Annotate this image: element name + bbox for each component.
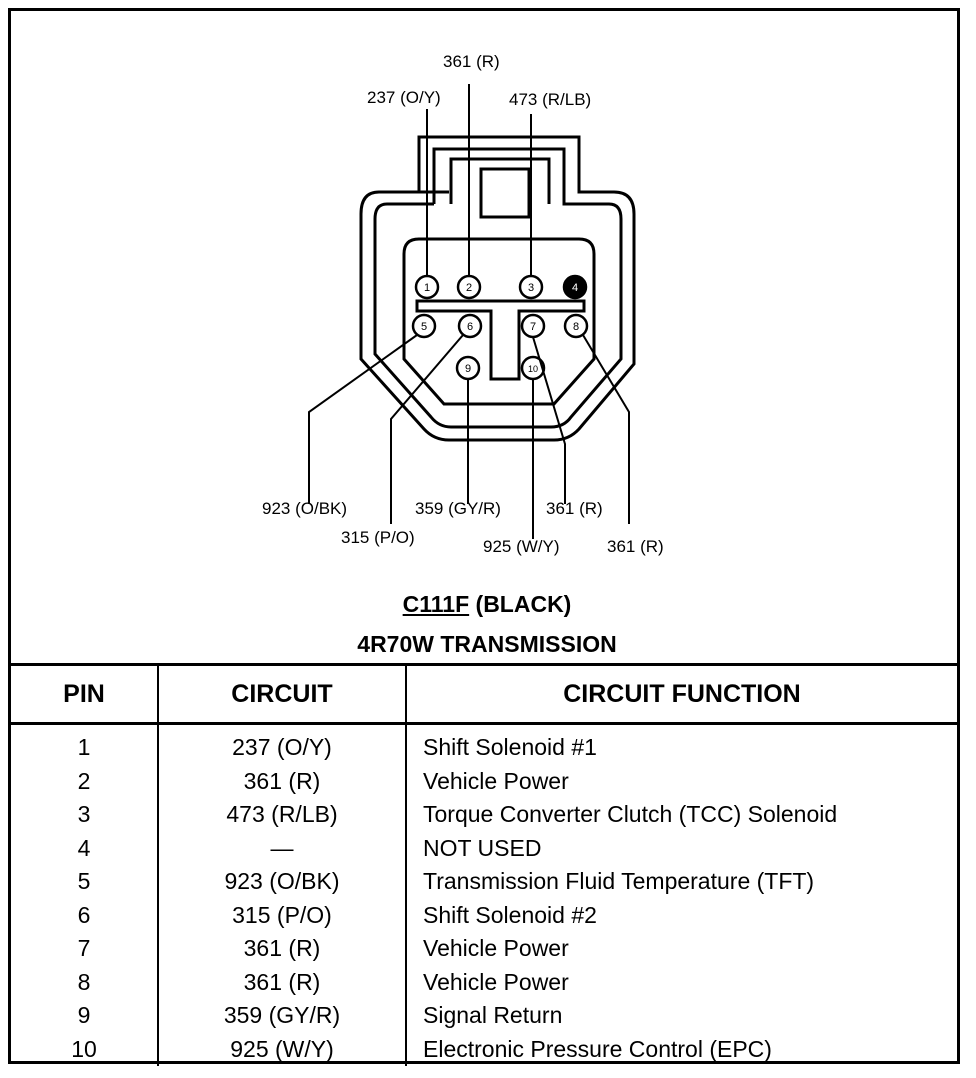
callout-pin2: 361 (R) — [443, 52, 500, 71]
leader-pin5 — [308, 334, 418, 504]
function-cell: Shift Solenoid #2 — [423, 901, 597, 928]
pin-cell: 6 — [11, 898, 159, 932]
pin-6 — [457, 313, 483, 339]
function-cell: Vehicle Power — [423, 935, 569, 962]
function-cell: Torque Converter Clutch (TCC) Solenoid — [423, 801, 838, 828]
function-cell: Shift Solenoid #1 — [423, 734, 597, 761]
connector-subtitle: 4R70W TRANSMISSION — [357, 631, 617, 657]
circuit-cell: 925 (W/Y) — [158, 1032, 407, 1066]
connector-title: C111F (BLACK) — [11, 591, 963, 618]
connector-latch — [449, 157, 551, 204]
pin-8 — [563, 313, 589, 339]
function-cell: Transmission Fluid Temperature (TFT) — [423, 868, 815, 895]
pin-cell: 10 — [11, 1032, 159, 1066]
callout-pin8: 361 (R) — [607, 537, 664, 556]
pin-4 — [562, 274, 588, 300]
circuit-cell: 361 (R) — [158, 764, 407, 798]
connector-color: (BLACK) — [475, 591, 572, 617]
callout-pin7: 361 (R) — [546, 499, 603, 518]
pin-cell: 7 — [11, 932, 159, 966]
callout-pin3: 473 (R/LB) — [509, 90, 591, 109]
callout-pin5: 923 (O/BK) — [262, 499, 347, 518]
circuit-cell: 473 (R/LB) — [158, 798, 407, 832]
pin-label-7: 7 — [530, 321, 536, 333]
pin-label-3: 3 — [528, 282, 534, 294]
pin-label-10: 10 — [528, 364, 538, 374]
pin-cell: 8 — [11, 965, 159, 999]
leader-pin6 — [390, 334, 464, 524]
function-cell: Vehicle Power — [423, 767, 569, 794]
function-cell: Signal Return — [423, 1002, 563, 1029]
latch-slot — [479, 167, 531, 219]
callout-pin9: 359 (GY/R) — [415, 499, 501, 518]
pin-label-5: 5 — [421, 321, 427, 333]
pin-group — [411, 274, 589, 381]
circuit-cell: 923 (O/BK) — [158, 865, 407, 899]
pin-label-4: 4 — [572, 282, 578, 294]
pin-label-1: 1 — [424, 282, 430, 294]
function-cell: NOT USED — [423, 834, 542, 861]
pin-cell: 5 — [11, 865, 159, 899]
connector-shell-inner — [373, 147, 623, 429]
table-row: 4— NOT USED — [11, 831, 957, 865]
page-frame: 1 2 3 4 5 6 7 8 9 10 361 (R) 237 (O/Y) 4… — [8, 8, 960, 1064]
key-bar — [415, 299, 586, 381]
pin-label-6: 6 — [467, 321, 473, 333]
pin-cell: 4 — [11, 831, 159, 865]
callout-pin1: 237 (O/Y) — [367, 88, 441, 107]
header-pin: PIN — [11, 663, 159, 725]
pin-label-8: 8 — [573, 321, 579, 333]
circuit-cell: 237 (O/Y) — [158, 723, 407, 765]
leader-pin8 — [582, 334, 630, 524]
table-header-row: PIN CIRCUIT CIRCUIT FUNCTION — [11, 663, 957, 725]
connector-shell-outer — [359, 135, 636, 442]
pin-cell: 2 — [11, 764, 159, 798]
header-function: CIRCUIT FUNCTION — [406, 663, 957, 725]
connector-diagram: 1 2 3 4 5 6 7 8 9 10 361 (R) 237 (O/Y) 4… — [262, 52, 664, 556]
pin-cell: 1 — [11, 723, 159, 765]
leader-pin7 — [532, 336, 566, 504]
pin-cell: 9 — [11, 999, 159, 1033]
circuit-cell: 361 (R) — [158, 932, 407, 966]
function-cell: Electronic Pressure Control (EPC) — [423, 1035, 772, 1062]
pin-label-9: 9 — [465, 363, 471, 375]
circuit-cell: — — [158, 831, 407, 865]
callout-pin10: 925 (W/Y) — [483, 537, 560, 556]
circuit-cell: 361 (R) — [158, 965, 407, 999]
callout-pin6: 315 (P/O) — [341, 528, 415, 547]
header-circuit: CIRCUIT — [158, 663, 407, 725]
circuit-cell: 359 (GY/R) — [158, 999, 407, 1033]
connector-id: C111F — [402, 591, 470, 617]
pin-label-2: 2 — [466, 282, 472, 294]
pin-cell: 3 — [11, 798, 159, 832]
function-cell: Vehicle Power — [423, 968, 569, 995]
pin-5 — [411, 313, 437, 339]
circuit-cell: 315 (P/O) — [158, 898, 407, 932]
